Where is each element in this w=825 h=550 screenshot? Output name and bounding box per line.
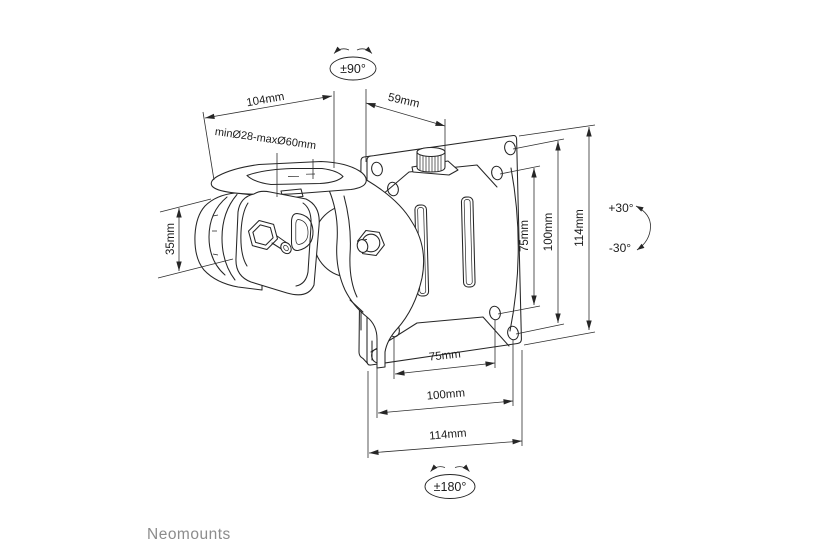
- pivot-bolt-tip: [356, 239, 369, 253]
- arm-foot-detail: [349, 299, 373, 361]
- vesa-horizontal-dimension-100: 100mm: [376, 340, 514, 418]
- tilt-housing: [235, 190, 320, 296]
- mounting-hole: [489, 305, 501, 321]
- extension-line: [157, 258, 234, 279]
- pole-clamp-jaw: [210, 160, 367, 196]
- dimension-label: 75mm: [519, 220, 531, 252]
- rotation-label: ±180°: [434, 480, 467, 494]
- mounting-hole: [504, 140, 516, 156]
- extension-line: [518, 124, 596, 137]
- hex-nut: [247, 219, 292, 255]
- dimension-line: [368, 439, 523, 455]
- housing-inner-arc-right: [295, 202, 312, 287]
- dimension-line: [394, 361, 496, 376]
- housing-inner-arc-left: [240, 202, 249, 267]
- extension-line: [159, 198, 212, 213]
- mounting-hole: [371, 161, 383, 177]
- mounting-hole: [507, 325, 519, 341]
- rotation-callout: ±180°: [424, 464, 476, 499]
- swivel-arrow-left: [333, 46, 350, 54]
- cylinder-ticks: [212, 214, 219, 256]
- extension-line: [515, 323, 565, 335]
- arm-inner-curve: [343, 195, 358, 298]
- tilt-down-label: -30°: [609, 241, 631, 255]
- vesa-horizontal-dimension-114: 114mm: [367, 350, 523, 458]
- knob-ribs: [419, 154, 442, 172]
- vesa-vertical-dimension-100: 100mm: [512, 138, 565, 335]
- dimension-label: 35mm: [165, 223, 177, 255]
- dimension-label: 75mm: [428, 348, 461, 363]
- swivel-arrow-right: [356, 46, 373, 54]
- knob-top: [416, 146, 446, 158]
- tilt-arc-arrow: [635, 205, 651, 251]
- mount-arm: [328, 170, 425, 369]
- mount-drawing: [194, 134, 522, 369]
- plate-right-panel-edge: [509, 167, 519, 332]
- rotation-arrow-right: [454, 464, 470, 472]
- dimension-label: 114mm: [574, 209, 586, 247]
- pole-diameter-label: minØ28-maxØ60mm: [214, 126, 317, 152]
- jaw-opening: [246, 167, 344, 186]
- mounting-hole: [491, 165, 503, 181]
- dimension-line: [365, 102, 446, 127]
- swivel-label: ±90°: [340, 62, 366, 76]
- dimension-line: [377, 399, 514, 415]
- cylinder-cap-arc2: [221, 193, 238, 281]
- vesa-vertical-dimension-114: 114mm: [518, 124, 596, 346]
- brand-wordmark: Neomounts: [147, 526, 231, 543]
- extension-line: [202, 111, 215, 181]
- swivel-callout: ±90°: [329, 46, 377, 81]
- arm-pivot-nut: [356, 229, 385, 257]
- mounting-hole: [387, 181, 399, 197]
- bolt-stud-tip: [280, 241, 292, 255]
- dimension-label: 104mm: [246, 91, 286, 109]
- dimension-line: [204, 94, 333, 120]
- rotation-arrow-left: [430, 464, 446, 472]
- dimension-label: 100mm: [426, 387, 465, 402]
- dimension-label: 100mm: [543, 213, 555, 251]
- jaw-notches: [287, 173, 316, 177]
- rotation-ellipse: [424, 474, 476, 499]
- cylinder-cap-arc: [208, 196, 228, 276]
- extension-line: [512, 138, 565, 150]
- thumbscrew-knob: [411, 146, 459, 176]
- vesa-slot-right: [460, 196, 476, 288]
- vesa-vertical-dimension-75: 75mm: [497, 165, 541, 315]
- tilt-range-annotation: +30° -30°: [608, 201, 651, 255]
- extension-line: [499, 165, 541, 175]
- dimension-label: 114mm: [429, 427, 467, 442]
- d-cutout: [290, 212, 314, 252]
- extension-line: [523, 331, 596, 346]
- dimension-label: 59mm: [387, 92, 421, 111]
- vesa-horizontal-dimension-75: 75mm: [393, 320, 496, 379]
- swivel-ellipse: [329, 56, 377, 81]
- tilt-up-label: +30°: [608, 201, 633, 215]
- dimension-35mm: 35mm: [157, 198, 234, 279]
- extension-line: [497, 305, 541, 315]
